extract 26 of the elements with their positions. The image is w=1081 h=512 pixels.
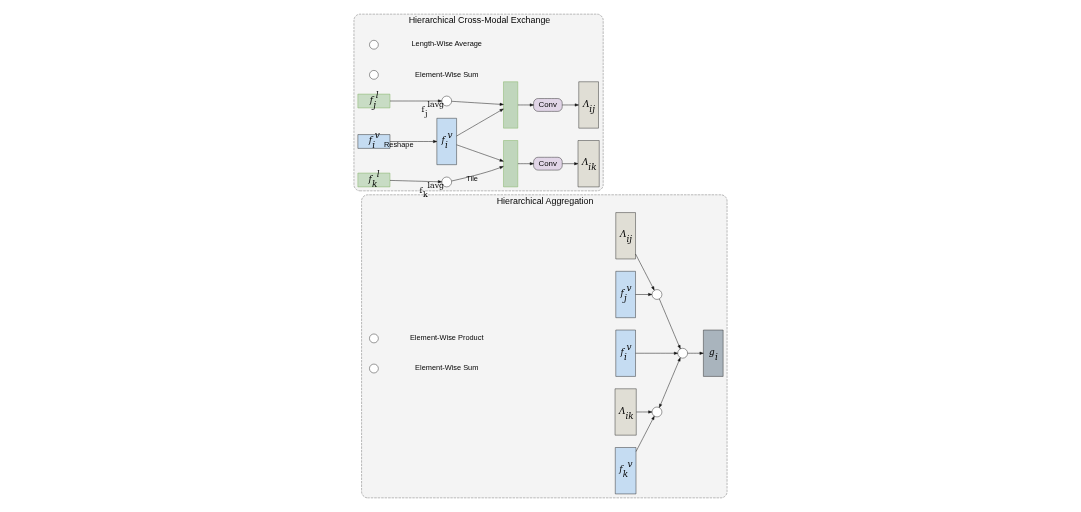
- arrow: [635, 351, 678, 355]
- arrow: [456, 144, 504, 162]
- arrow: [389, 99, 442, 103]
- node-circle: [677, 348, 688, 359]
- node-circle: [651, 289, 663, 300]
- node-box: [503, 140, 519, 188]
- arrow: [636, 410, 653, 414]
- arrow: [635, 253, 655, 291]
- arrow: [635, 293, 653, 296]
- arrow: [562, 162, 579, 166]
- node-circle: [651, 406, 663, 418]
- node-box: Conv: [533, 98, 563, 112]
- node-box: Conv: [533, 157, 563, 171]
- node-box: [503, 81, 519, 129]
- arrow: [517, 103, 534, 107]
- arrow: [456, 108, 504, 137]
- arrow: [389, 180, 442, 184]
- arrow: [562, 103, 579, 107]
- arrow: [517, 162, 534, 166]
- arrow: [451, 101, 504, 106]
- arrow: [389, 140, 438, 143]
- arrow: [687, 351, 704, 355]
- arrow: [635, 415, 655, 452]
- arrow: [451, 166, 504, 182]
- arrow: [659, 298, 681, 349]
- arrow: [659, 357, 681, 408]
